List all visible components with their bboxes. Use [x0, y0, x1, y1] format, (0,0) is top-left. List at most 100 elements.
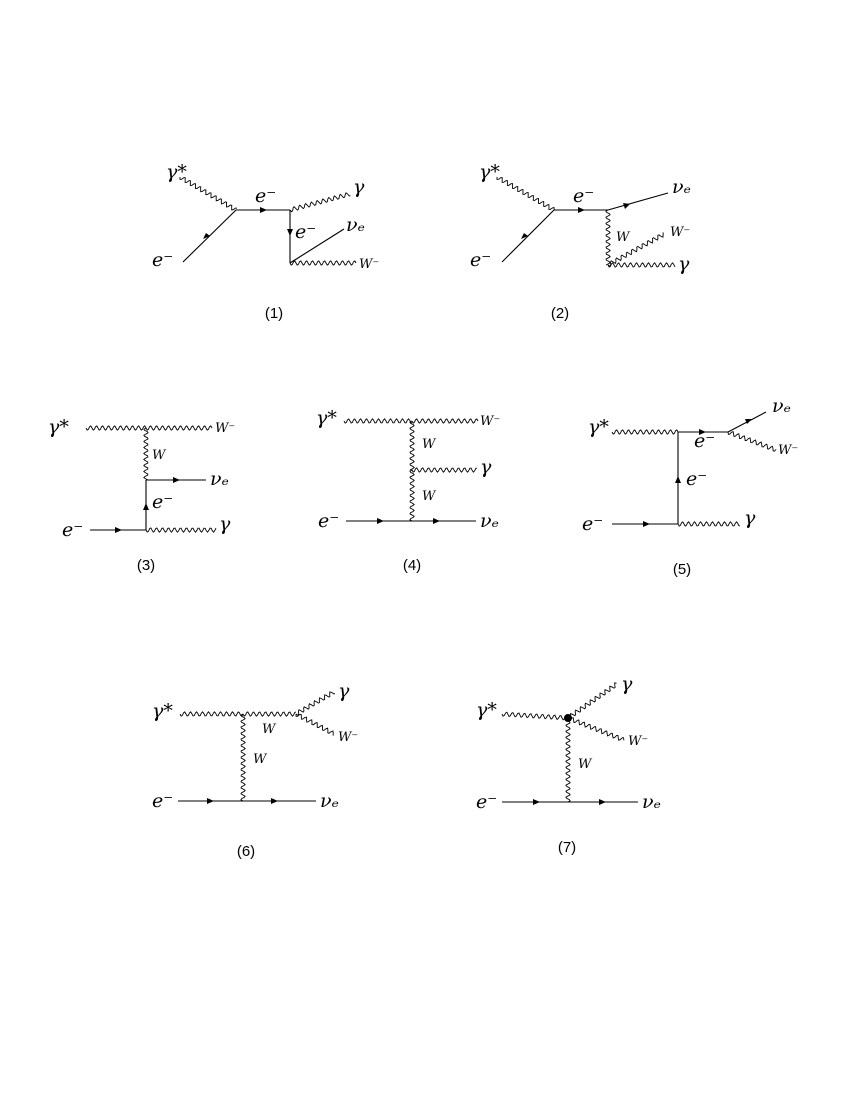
diagram-6: γ* γ W W⁻ W e⁻ νₑ (6): [152, 680, 358, 860]
diagram-1-electron-prop-label: e⁻: [255, 185, 276, 207]
diagram-7-w-propagator: [565, 717, 571, 803]
diagram-3-electron-vert-label: e⁻: [152, 491, 173, 513]
diagram-6-nu-label: νₑ: [320, 790, 339, 812]
diagram-2-photon-in: [496, 176, 555, 210]
diagram-4-w-prop1-label: W: [422, 437, 437, 452]
diagram-6-caption: (6): [237, 843, 255, 860]
diagram-2-w-label: W⁻: [670, 225, 690, 240]
diagram-5-nu-label: νₑ: [772, 395, 791, 417]
diagram-1-electron-vert-label: e⁻: [295, 221, 316, 243]
diagram-5-w-label: W⁻: [778, 443, 798, 458]
diagram-6-photon-in: [179, 711, 244, 717]
diagram-1-electron-propagator-arrow: [260, 207, 267, 213]
diagram-6-electron-arrow: [207, 798, 214, 804]
diagram-4-nu-label: νₑ: [480, 510, 499, 532]
diagram-7-w-label: W⁻: [628, 734, 648, 749]
diagram-7-quartic-vertex: [564, 714, 572, 722]
diagram-6-photon-out: [295, 691, 336, 716]
diagram-5-gstar-label: γ*: [588, 416, 609, 438]
diagram-6-w-prop-label: W: [253, 752, 268, 767]
diagram-4-gstar-label: γ*: [316, 407, 337, 429]
diagram-3-w-propagator: [143, 427, 149, 481]
diagram-1-caption: (1): [265, 305, 283, 322]
diagram-3-photon-out: [145, 527, 217, 533]
diagram-4-w-prop2-label: W: [422, 489, 437, 504]
diagram-2-photon-out: [607, 262, 676, 268]
diagram-5-electron-top-label: e⁻: [694, 430, 715, 452]
diagram-3-electron-in-arrow: [115, 527, 122, 533]
diagram-5-electron-vert-label: e⁻: [686, 468, 707, 490]
diagram-4: γ* W⁻ W γ W e⁻ νₑ (4): [316, 407, 500, 574]
diagram-6-w-out: [295, 713, 334, 736]
diagram-1-gamma-label: γ: [353, 176, 365, 198]
diagram-2-gstar-label: γ*: [479, 161, 500, 183]
diagram-2-gamma-label: γ: [678, 253, 690, 275]
diagram-4-w-propagator-lower: [409, 469, 415, 522]
diagram-5-w-out: [727, 431, 777, 452]
diagram-1-neutrino-out: [289, 228, 345, 264]
diagram-2-electron-prop-label: e⁻: [573, 185, 594, 207]
diagram-2-neutrino-arrow: [623, 203, 630, 209]
diagram-7-neutrino-arrow: [599, 799, 606, 805]
diagram-6-w-label: W⁻: [338, 730, 358, 745]
diagram-1-w-out: [289, 260, 357, 266]
diagram-1-gstar-label: γ*: [166, 161, 187, 183]
diagram-3-electron-label: e⁻: [62, 519, 83, 541]
diagram-2-w-prop-label: W: [616, 230, 631, 245]
diagram-6-neutrino-arrow: [271, 798, 278, 804]
diagram-2-electron-in-arrow: [521, 233, 528, 239]
diagram-4-w-out: [411, 418, 479, 424]
diagram-4-gamma-label: γ: [480, 456, 492, 478]
diagram-4-photon-out: [411, 467, 478, 473]
diagram-5-electron-label: e⁻: [582, 513, 603, 535]
diagram-7-caption: (7): [558, 839, 576, 856]
diagram-2-w-propagator: [605, 209, 611, 266]
diagram-4-caption: (4): [403, 557, 421, 574]
diagram-2-neutrino-out: [607, 192, 669, 211]
diagram-2-electron-label: e⁻: [470, 249, 491, 271]
diagram-1: γ* e⁻ e⁻ γ e⁻ νₑ W⁻ (1): [152, 161, 379, 322]
diagram-7-gstar-label: γ*: [476, 699, 497, 721]
diagram-7-electron-arrow: [533, 799, 540, 805]
diagram-7: γ* γ W⁻ W e⁻ νₑ (7): [476, 673, 661, 856]
diagram-4-w-label: W⁻: [480, 414, 500, 429]
diagram-3-w-label: W⁻: [215, 421, 235, 436]
diagram-7-electron-label: e⁻: [476, 791, 497, 813]
diagram-6-w-top: [242, 711, 297, 717]
diagram-6-w-top-label: W: [262, 722, 277, 737]
diagram-3-gstar-label: γ*: [48, 416, 69, 438]
diagram-7-gamma-label: γ: [621, 673, 633, 695]
diagram-2-caption: (2): [551, 305, 569, 322]
diagram-3-photon-in: [85, 425, 147, 431]
diagram-3: γ* W⁻ W νₑ e⁻ e⁻ γ (3): [48, 416, 235, 574]
diagram-6-gamma-label: γ: [338, 680, 350, 702]
diagram-7-w-out: [567, 717, 625, 741]
diagram-1-w-label: W⁻: [359, 257, 379, 272]
diagram-6-gstar-label: γ*: [152, 700, 173, 722]
diagram-4-w-propagator-upper: [409, 420, 415, 471]
diagram-3-gamma-label: γ: [219, 513, 231, 535]
diagram-2-nu-label: νₑ: [672, 176, 691, 198]
diagram-3-electron-vertical-arrow: [143, 503, 149, 510]
diagram-3-w-prop-label: W: [152, 448, 167, 463]
diagram-1-electron-in-arrow: [203, 233, 210, 239]
diagram-6-electron-label: e⁻: [152, 790, 173, 812]
diagram-5-electron-vertical-arrow: [675, 476, 681, 483]
diagram-3-w-out: [145, 425, 213, 431]
diagram-7-nu-label: νₑ: [642, 791, 661, 813]
diagram-4-neutrino-arrow: [433, 518, 440, 524]
diagram-1-photon-in: [179, 176, 238, 211]
diagram-4-electron-arrow: [377, 518, 384, 524]
diagram-3-caption: (3): [137, 557, 155, 574]
diagram-2: γ* e⁻ e⁻ νₑ W W⁻ γ (2): [470, 161, 691, 322]
diagram-7-photon-in: [501, 711, 569, 721]
diagram-4-photon-in: [343, 418, 413, 424]
diagram-3-neutrino-arrow: [173, 477, 180, 483]
diagram-1-electron-label: e⁻: [152, 249, 173, 271]
diagram-5-gamma-label: γ: [744, 507, 756, 529]
diagram-5: γ* νₑ e⁻ W⁻ e⁻ e⁻ γ (5): [582, 395, 798, 578]
diagram-6-w-propagator: [240, 713, 246, 802]
diagram-5-electron-top-arrow: [699, 429, 706, 435]
diagram-5-caption: (5): [673, 561, 691, 578]
